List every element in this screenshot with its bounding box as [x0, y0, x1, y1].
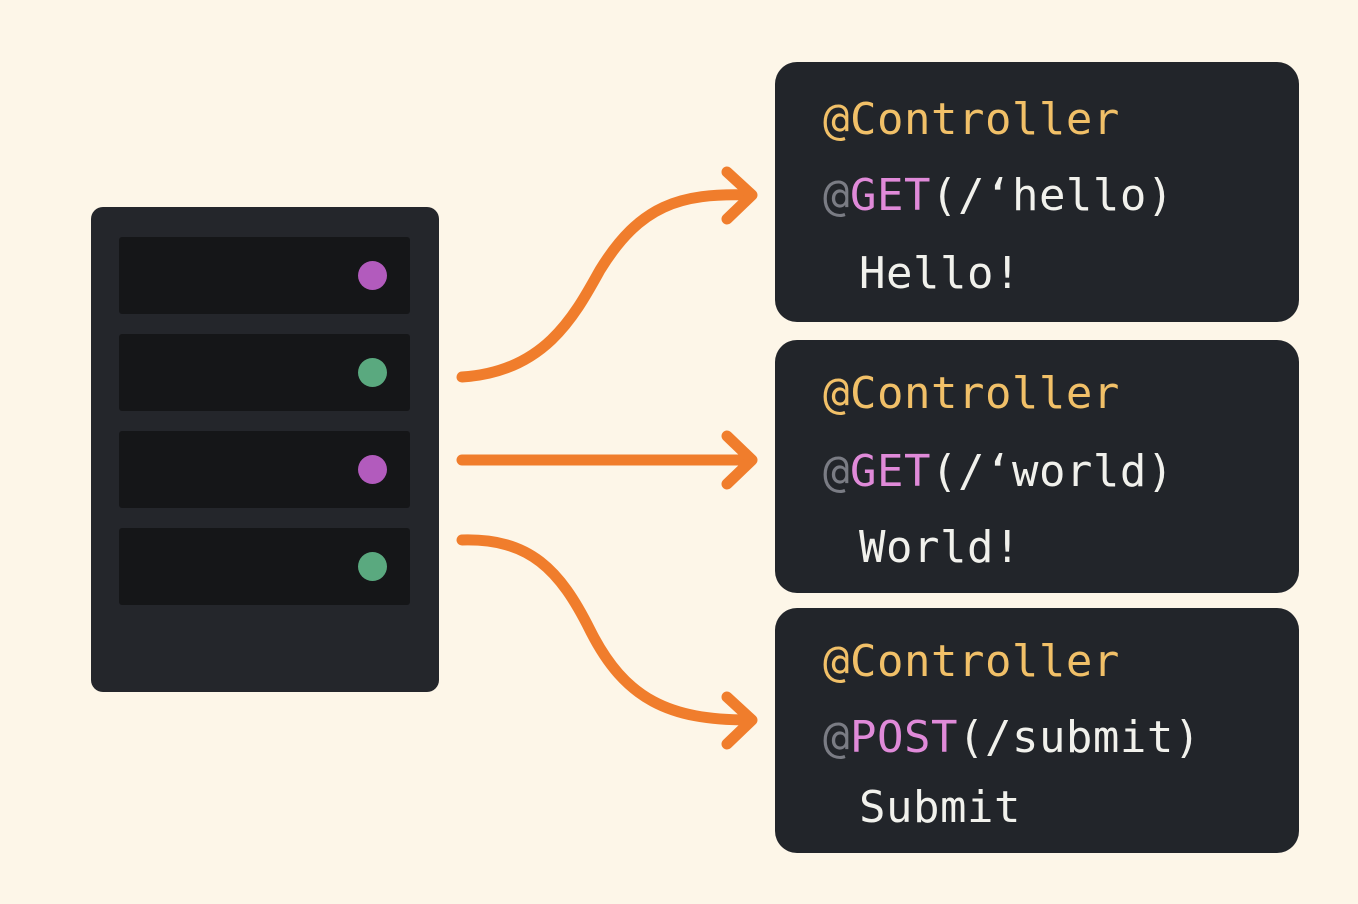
http-verb: POST	[850, 712, 958, 763]
http-verb: GET	[850, 446, 931, 497]
status-led-3	[358, 455, 387, 484]
server-rack	[91, 207, 439, 692]
route-mapping: @GET(/‘hello)	[823, 174, 1174, 218]
route-card-submit: @Controller @POST(/submit) Submit	[775, 608, 1299, 853]
response-body: Submit	[859, 782, 1021, 833]
route-mapping: @POST(/submit)	[823, 716, 1201, 760]
response-body: Hello!	[859, 248, 1021, 299]
route-card-hello: @Controller @GET(/‘hello) Hello!	[775, 62, 1299, 322]
route-path: (/‘hello)	[930, 170, 1174, 221]
arrowhead-world	[721, 430, 758, 490]
route-card-world: @Controller @GET(/‘world) World!	[775, 340, 1299, 593]
controller-annotation: @Controller	[823, 636, 1120, 687]
arrowhead-submit	[721, 691, 758, 750]
at-sign: @	[823, 446, 850, 497]
http-verb: GET	[850, 170, 931, 221]
rack-slot-2	[119, 334, 410, 411]
route-path: (/‘world)	[930, 446, 1174, 497]
controller-annotation: @Controller	[823, 94, 1120, 145]
response-body: World!	[859, 522, 1021, 573]
arrow-to-submit	[456, 534, 754, 726]
arrow-to-hello	[456, 189, 754, 383]
arrowhead-hello	[721, 166, 758, 225]
status-led-2	[358, 358, 387, 387]
controller-annotation: @Controller	[823, 368, 1120, 419]
status-led-4	[358, 552, 387, 581]
route-path: (/submit)	[957, 712, 1201, 763]
at-sign: @	[823, 170, 850, 221]
route-mapping: @GET(/‘world)	[823, 450, 1174, 494]
rack-slot-1	[119, 237, 410, 314]
at-sign: @	[823, 712, 850, 763]
status-led-1	[358, 261, 387, 290]
rack-slot-4	[119, 528, 410, 605]
rack-slot-3	[119, 431, 410, 508]
